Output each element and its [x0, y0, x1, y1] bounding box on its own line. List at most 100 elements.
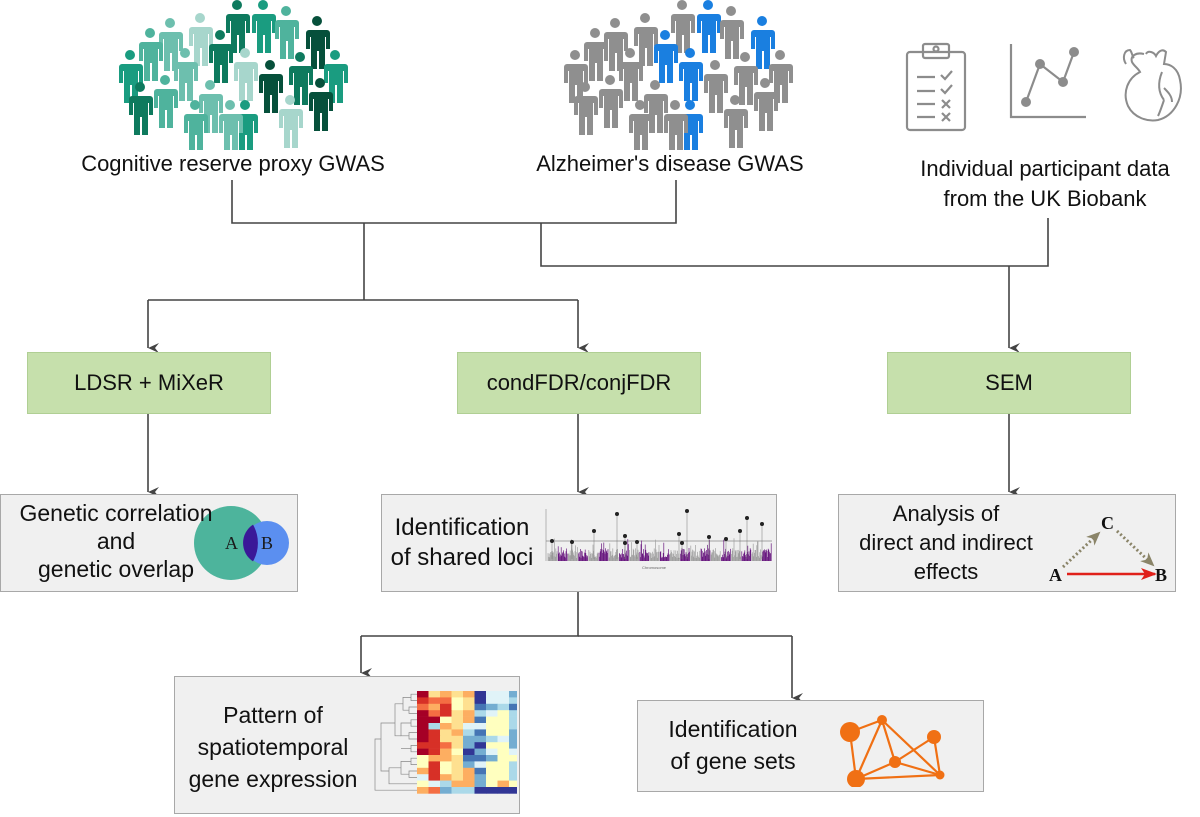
heatmap-cell [486, 716, 498, 724]
heatmap-cell [509, 774, 517, 781]
lead-snp-point [677, 532, 681, 536]
heatmap-cell [417, 723, 429, 730]
person-figure [704, 60, 728, 113]
output-line: Identification [668, 716, 798, 742]
person-figure [219, 100, 243, 150]
person-figure [129, 82, 153, 135]
heatmap-cell [417, 767, 429, 775]
heatmap-cell [463, 780, 475, 788]
heatmap-cell [497, 742, 510, 749]
heatmap-cell [486, 774, 498, 781]
heatmap-cell [428, 716, 441, 724]
person-figure [154, 75, 178, 128]
heatmap-cell [474, 774, 487, 781]
heatmap-cell [417, 755, 429, 762]
heatmap-cell [417, 780, 429, 788]
heatmap-cell [474, 780, 487, 788]
heatmap-cell [428, 735, 441, 743]
method-label-ldsr-mixer: LDSR + MiXeR [74, 370, 224, 395]
heatmap-cell [486, 735, 498, 743]
heatmap-cell [497, 710, 510, 717]
line-chart-icon [1009, 44, 1086, 119]
heatmap-cell [497, 723, 510, 730]
heatmap-cell [428, 703, 441, 711]
person-figure [259, 60, 283, 113]
heatmap-cell [509, 691, 517, 698]
venn-label-a: A [225, 533, 238, 553]
lead-snp-point [760, 522, 764, 526]
output-line: Genetic correlation [19, 500, 213, 526]
heatmap-cell [509, 748, 517, 756]
person-figure [275, 6, 299, 59]
heatmap-cell [440, 697, 452, 705]
source-label-cognitive-reserve: Cognitive reserve proxy GWAS [81, 151, 385, 176]
heatmap-cell [440, 742, 452, 749]
heatmap-cell [451, 748, 464, 756]
method-box-ldsr-mixer: LDSR + MiXeR [27, 352, 271, 414]
method-box-condfdr-conjfdr: condFDR/conjFDR [457, 352, 701, 414]
heatmap-cell [417, 703, 429, 711]
heatmap-cell [463, 703, 475, 711]
person-figure [189, 13, 213, 66]
heatmap-cell [440, 703, 452, 711]
heatmap-cell [509, 780, 517, 788]
output-line: and [96, 528, 136, 554]
heatmap-cell [417, 710, 429, 717]
heatmap-cell [474, 716, 487, 724]
heatmap-cell [486, 729, 498, 737]
mediation-diagram-icon: A B C [1049, 513, 1167, 585]
heatmap-cell [486, 703, 498, 711]
output-box-gene-expression: Pattern of spatiotemporal gene expressio… [174, 676, 520, 814]
lead-snp-point [623, 534, 627, 538]
svg-text:Chromosome: Chromosome [642, 565, 667, 570]
connector-gwas-to-sem [540, 218, 1049, 267]
output-box-genetic-correlation: A B Genetic correlation and genetic over… [0, 494, 298, 592]
heatmap-cell [440, 735, 452, 743]
network-node [847, 770, 865, 787]
heatmap-cell [497, 697, 510, 705]
heatmap-cell [451, 716, 464, 724]
network-node [840, 722, 860, 742]
heatmap-cell [497, 703, 510, 711]
heatmap-cell [451, 742, 464, 749]
heatmap-cell [463, 710, 475, 717]
heatmap-cell [451, 729, 464, 737]
person-figure [226, 0, 250, 53]
heatmap-cell [486, 723, 498, 730]
person-figure [697, 0, 721, 53]
heatmap-cell [428, 787, 441, 794]
heatmap-cell [497, 755, 510, 762]
person-figure [671, 0, 695, 53]
heatmap-cell [497, 761, 510, 769]
heatmap-cell [486, 755, 498, 762]
network-node [889, 756, 901, 768]
heatmap-cell [497, 774, 510, 781]
heatmap-cell [428, 755, 441, 762]
indirect-path-c-b [1115, 529, 1155, 567]
person-figure [734, 52, 758, 105]
heatmap-cell [451, 767, 464, 775]
heatmap-cell [428, 729, 441, 737]
heatmap-cell [440, 710, 452, 717]
heatmap-cell [474, 723, 487, 730]
lead-snp-point [685, 509, 689, 513]
heatmap-cell [497, 767, 510, 775]
person-figure [629, 100, 653, 150]
heatmap-cell [451, 735, 464, 743]
network-node [935, 770, 945, 780]
heatmap-cell [417, 787, 429, 794]
person-figure [209, 30, 233, 83]
output-line: of gene sets [670, 748, 796, 774]
person-figure [619, 48, 643, 101]
heatmap-cell [440, 729, 452, 737]
person-figure [234, 48, 258, 101]
heatmap-cell [428, 774, 441, 781]
venn-diagram-icon: A B [194, 506, 289, 580]
output-text-effects: Analysis of direct and indirect effects [841, 499, 1051, 586]
heatmap-cell [474, 703, 487, 711]
lead-snp-point [592, 529, 596, 533]
person-figure [664, 100, 688, 150]
heatmap-cell [509, 767, 517, 775]
heatmap-cell [474, 761, 487, 769]
heatmap-cell [440, 723, 452, 730]
